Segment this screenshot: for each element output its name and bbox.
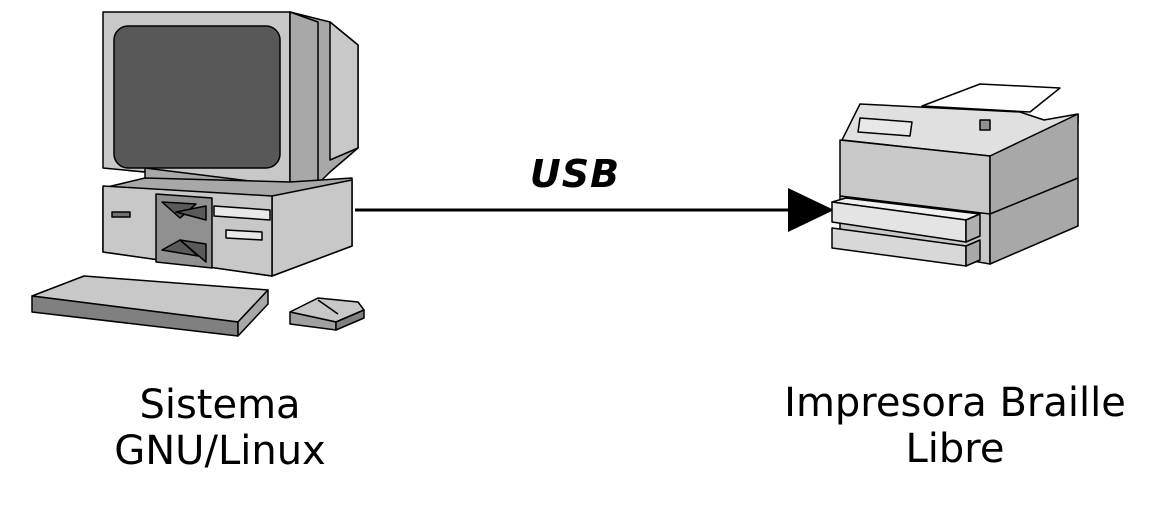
desktop-computer-icon xyxy=(31,11,365,337)
computer-label-line2: GNU/Linux xyxy=(114,428,326,474)
monitor-screen xyxy=(113,25,281,169)
printer-label: Impresora Braille Libre xyxy=(755,380,1155,472)
keyboard xyxy=(31,275,269,337)
computer-label: Sistema GNU/Linux xyxy=(60,382,380,474)
monitor xyxy=(102,11,359,197)
printer-button xyxy=(979,119,991,131)
system-unit xyxy=(102,177,353,277)
printer-trays xyxy=(831,197,981,267)
usb-connection xyxy=(355,188,834,232)
printer-icon xyxy=(831,83,1079,267)
printer-label-line2: Libre xyxy=(905,426,1005,472)
connection-label: USB xyxy=(529,152,621,196)
arrowhead-icon xyxy=(788,188,834,232)
computer-label-line1: Sistema xyxy=(139,382,301,428)
printer-label-line1: Impresora Braille xyxy=(784,380,1126,426)
printer-display xyxy=(857,117,913,137)
mouse xyxy=(289,297,365,331)
